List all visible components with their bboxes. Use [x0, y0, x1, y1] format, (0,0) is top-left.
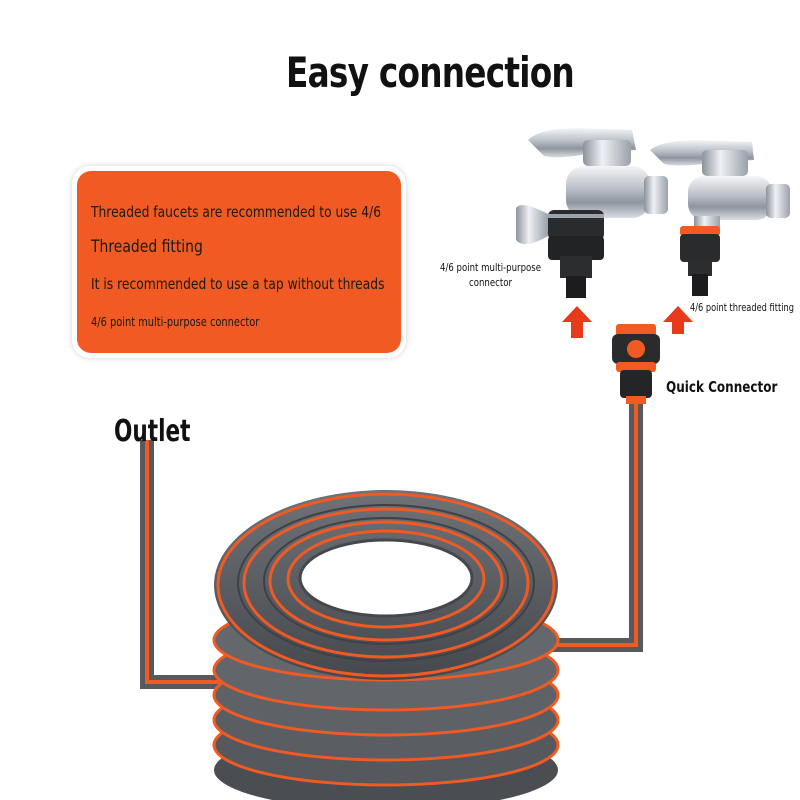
quick-connector [612, 324, 660, 404]
hose-coil [212, 490, 560, 800]
multi-purpose-label-line1: 4/6 point multi-purpose [440, 261, 542, 274]
connector-hose-line [550, 402, 643, 652]
multi-purpose-label-line2: connector [469, 276, 513, 289]
quick-connector-label: Quick Connector [666, 378, 778, 396]
info-line-threaded-faucets: Threaded faucets are recommended to use … [91, 203, 382, 221]
info-line-multi-purpose: 4/6 point multi-purpose connector [91, 315, 260, 329]
faucet-right [650, 140, 790, 296]
multi-purpose-connector-label: 4/6 point multi-purpose connector [440, 260, 541, 290]
outlet-hose-line [140, 440, 232, 689]
outlet-label: Outlet [114, 414, 191, 449]
arrow-left [562, 306, 592, 338]
info-box-inner: Threaded faucets are recommended to use … [77, 171, 401, 353]
info-line-tap-without-threads: It is recommended to use a tap without t… [91, 275, 385, 293]
faucet-left [516, 128, 668, 298]
threaded-fitting-label: 4/6 point threaded fitting [690, 301, 794, 314]
page-title: Easy connection [286, 48, 575, 97]
info-line-threaded-fitting: Threaded fitting [91, 237, 203, 257]
info-box: Threaded faucets are recommended to use … [72, 166, 406, 358]
arrow-right [663, 306, 693, 334]
